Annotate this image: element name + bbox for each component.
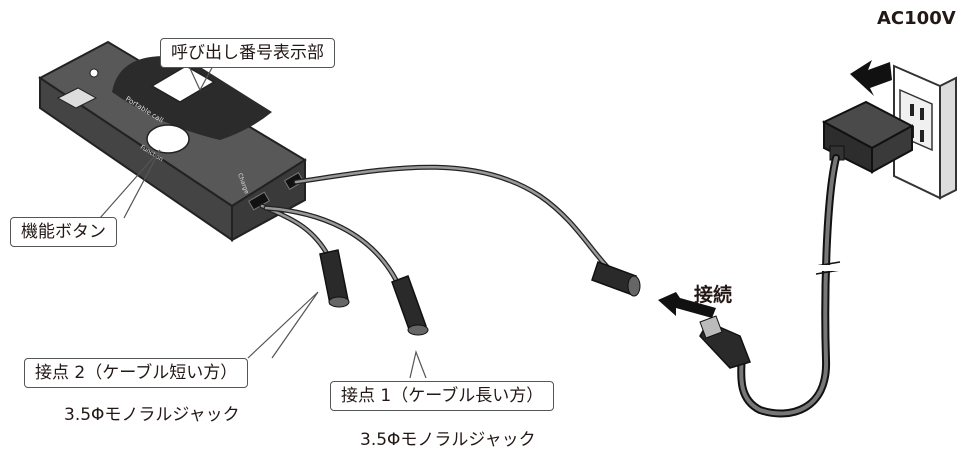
charge-cable-jack <box>591 261 641 297</box>
display-window <box>150 65 216 103</box>
contact2-jack <box>319 249 350 308</box>
contact2-callout: 接点 2（ケーブル短い方） <box>24 358 249 388</box>
connect-label: 接続 <box>694 284 733 306</box>
contact2-jack-label: 3.5Φモノラルジャック <box>64 405 240 425</box>
portable-call-device: Portable call Function Charge <box>38 40 307 242</box>
dc-plug <box>699 315 751 369</box>
connect-arrow <box>658 292 716 318</box>
power-label: AC100V <box>877 8 956 29</box>
function-button <box>146 124 190 154</box>
contact1-callout: 接点 1（ケーブル長い方） <box>330 381 555 411</box>
callout-leaders <box>99 63 427 379</box>
plug-in-arrow <box>850 60 892 96</box>
ac-adapter <box>821 100 915 174</box>
adapter-cable <box>737 154 842 418</box>
display-callout: 呼び出し番号表示部 <box>160 38 335 68</box>
function-button-callout: 機能ボタン <box>10 217 117 247</box>
contact1-jack-label: 3.5Φモノラルジャック <box>360 430 536 450</box>
device-cables <box>259 164 615 283</box>
contact1-jack <box>391 275 429 336</box>
